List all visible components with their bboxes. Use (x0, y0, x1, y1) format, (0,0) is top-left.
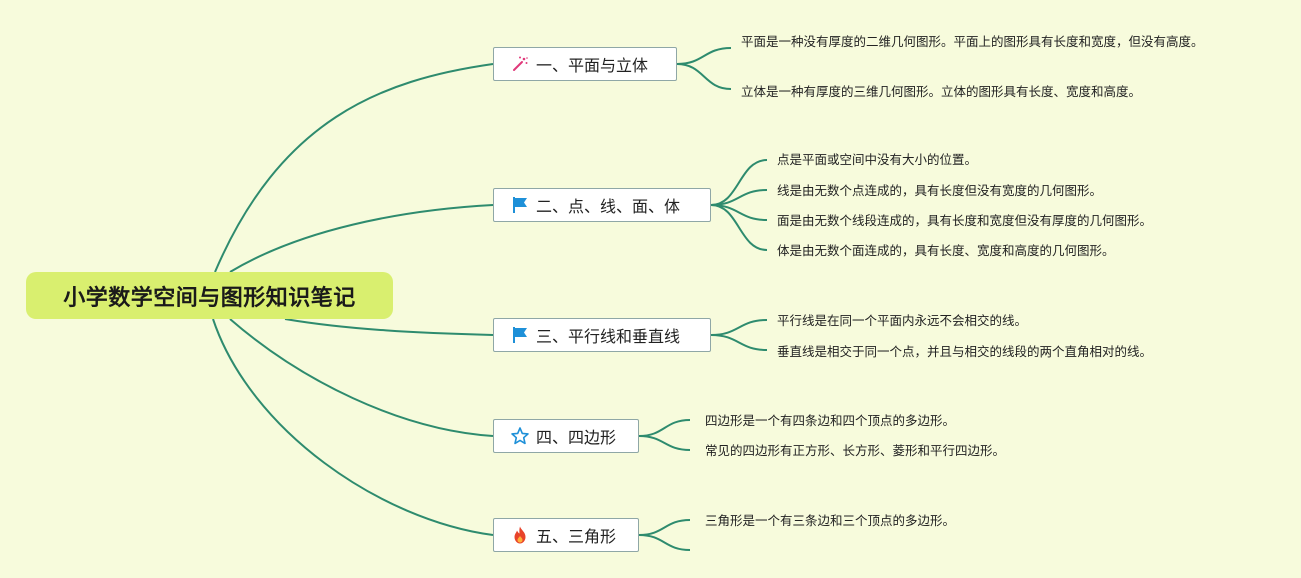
branch-label: 五、三角形 (536, 527, 617, 546)
branch-label: 四、四边形 (536, 428, 617, 447)
root-connector-1 (214, 63, 494, 273)
leaf-4-2[interactable]: 常见的四边形有正方形、长方形、菱形和平行四边形。 (705, 443, 1006, 458)
leaf-2-1[interactable]: 点是平面或空间中没有大小的位置。 (777, 152, 978, 167)
star-icon (510, 426, 530, 446)
fire-icon (510, 525, 530, 545)
root-topic[interactable]: 小学数学空间与图形知识笔记 (26, 272, 393, 319)
leaf-connector-4-2 (638, 435, 691, 451)
branch-label: 三、平行线和垂直线 (536, 327, 681, 346)
leaf-connector-5-2 (638, 534, 691, 551)
branch-topic-2[interactable]: 二、点、线、面、体 (493, 188, 711, 222)
leaf-connector-5-1 (638, 519, 691, 536)
leaf-2-2[interactable]: 线是由无数个点连成的，具有长度但没有宽度的几何图形。 (777, 183, 1103, 198)
leaf-connector-3-2 (710, 334, 768, 351)
leaf-1-2[interactable]: 立体是一种有厚度的三维几何图形。立体的图形具有长度、宽度和高度。 (741, 84, 1142, 99)
branch-topic-4[interactable]: 四、四边形 (493, 419, 639, 453)
branch-topic-1[interactable]: 一、平面与立体 (493, 47, 677, 81)
leaf-connector-1-1 (676, 47, 732, 65)
branch-label: 一、平面与立体 (536, 56, 649, 75)
leaf-2-4[interactable]: 体是由无数个面连成的，具有长度、宽度和高度的几何图形。 (777, 243, 1115, 258)
leaf-3-1[interactable]: 平行线是在同一个平面内永远不会相交的线。 (777, 313, 1028, 328)
leaf-connector-2-4 (710, 204, 768, 251)
branch-label: 二、点、线、面、体 (536, 197, 681, 216)
leaf-4-1[interactable]: 四边形是一个有四条边和四个顶点的多边形。 (705, 413, 956, 428)
leaf-1-1[interactable]: 平面是一种没有厚度的二维几何图形。平面上的图形具有长度和宽度，但没有高度。 (741, 34, 1204, 49)
root-connector-2 (229, 204, 494, 273)
root-connector-4 (229, 318, 494, 437)
leaf-5-1[interactable]: 三角形是一个有三条边和三个顶点的多边形。 (705, 513, 956, 528)
leaf-connector-2-1 (710, 159, 768, 206)
leaf-connector-3-1 (710, 319, 768, 336)
root-connector-5 (212, 318, 494, 536)
flag-icon (510, 195, 530, 215)
branch-topic-3[interactable]: 三、平行线和垂直线 (493, 318, 711, 352)
flag-icon (510, 325, 530, 345)
branch-topic-5[interactable]: 五、三角形 (493, 518, 639, 552)
root-connector-3 (284, 318, 494, 336)
leaf-2-3[interactable]: 面是由无数个线段连成的，具有长度和宽度但没有厚度的几何图形。 (777, 213, 1153, 228)
leaf-3-2[interactable]: 垂直线是相交于同一个点，并且与相交的线段的两个直角相对的线。 (777, 344, 1153, 359)
leaf-connector-4-1 (638, 419, 691, 437)
leaf-connector-1-2 (676, 63, 732, 90)
magic-wand-icon (510, 54, 530, 74)
